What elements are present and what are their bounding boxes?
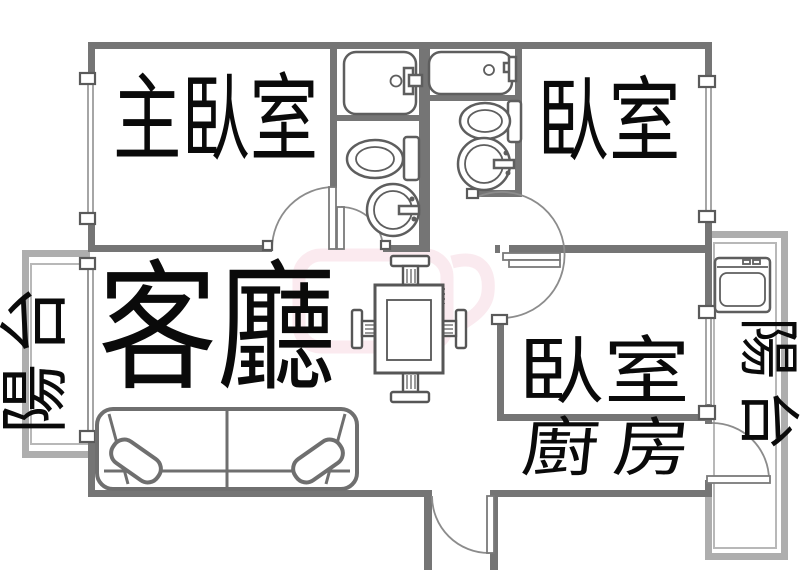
- sofa: [95, 407, 359, 491]
- laundry-sink: [713, 256, 772, 314]
- wall-bathroom-right-bottom: [475, 190, 522, 197]
- bathroom-right-door-arc: [476, 191, 566, 319]
- wall-bottom-left: [88, 490, 432, 497]
- wall-bedroom-lower-top: [509, 245, 712, 253]
- wall-left-lower: [88, 440, 95, 497]
- faucet-knob-icon: [409, 196, 415, 202]
- faucet-knob-icon: [503, 150, 509, 156]
- wall-bathroom-left-bottom: [383, 245, 430, 252]
- wall-tub-divider-right: [429, 95, 521, 101]
- faucet-icon: [483, 64, 495, 76]
- wall-right-segment: [705, 220, 712, 253]
- wall-tub-divider-left: [336, 115, 426, 121]
- wall-bedroom-lower-bottom: [497, 414, 712, 421]
- wall-left-segment: [88, 222, 95, 252]
- label-bedroom-lower-right: 臥室: [518, 329, 690, 415]
- wall-segment: [22, 451, 90, 458]
- sofa-pillow-right: [291, 437, 345, 485]
- toilet-icon: [345, 138, 405, 180]
- faucet-knob-icon: [411, 216, 417, 222]
- door-stop: [379, 239, 392, 251]
- chair-back: [350, 308, 364, 350]
- faucet-knob-icon: [742, 259, 751, 265]
- faucet-icon: [492, 158, 516, 170]
- window-marker: [697, 209, 717, 224]
- chair-back: [454, 308, 468, 350]
- door-stop: [261, 239, 274, 252]
- wall-top-right-stub: [705, 42, 712, 80]
- chair-back: [389, 254, 431, 268]
- label-living-room: 客廳: [98, 247, 336, 411]
- label-master-bedroom: 主臥室: [113, 64, 318, 175]
- wall-right-segment: [705, 245, 712, 311]
- dining-set: [350, 254, 468, 404]
- doors: [261, 186, 771, 554]
- label-kitchen: 廚房: [518, 410, 708, 485]
- toilet-tank-icon: [402, 135, 421, 182]
- bathroom-right-fixtures: [427, 50, 523, 192]
- wall-between-bathrooms: [419, 42, 430, 252]
- bathroom-left-fixtures: [342, 50, 424, 238]
- entrance-stub-left: [424, 490, 432, 570]
- faucet-icon: [507, 55, 518, 83]
- faucet-icon: [389, 74, 403, 88]
- wall-segment: [22, 250, 29, 458]
- bathtub-icon: [427, 50, 514, 96]
- master-bedroom-door-leaf: [328, 186, 337, 250]
- wall-top: [88, 42, 712, 49]
- dining-table-top: [386, 299, 432, 361]
- window-marker: [78, 211, 97, 226]
- wall-master-bottom: [88, 245, 272, 252]
- wall-segment: [781, 231, 788, 560]
- entrance-door-arc: [431, 495, 490, 554]
- wall-segment: [705, 553, 788, 560]
- faucet-knob-icon: [505, 170, 511, 176]
- wall-tick: [495, 245, 500, 253]
- windows: [78, 71, 717, 444]
- wall-kitchen-corner: [705, 480, 712, 497]
- master-bedroom-door-arc: [271, 186, 335, 250]
- sliding-door-panel: [502, 252, 561, 261]
- window-marker: [697, 404, 717, 421]
- wall-bedroom-lower-left: [497, 318, 504, 421]
- label-balcony-right: 陽台: [732, 317, 800, 461]
- toilet-bowl-icon: [467, 109, 503, 133]
- door-stop: [465, 187, 480, 200]
- label-bedroom-top-right: 臥室: [537, 68, 681, 175]
- window-marker: [697, 304, 717, 320]
- label-balcony-left: 陽台: [0, 278, 76, 434]
- balcony-door-leaf: [706, 475, 771, 484]
- wall-segment: [705, 497, 712, 553]
- balcony-right-walls: [705, 231, 788, 560]
- balcony-door-arc: [711, 422, 770, 481]
- wall-segment: [22, 250, 90, 257]
- laundry-sink-icon: [713, 256, 772, 314]
- master-bedroom-window: [87, 83, 94, 217]
- window-marker: [697, 74, 717, 89]
- entrance-door-leaf: [486, 495, 495, 554]
- bathroom-left-door-leaf: [336, 206, 345, 250]
- door-stop: [490, 313, 509, 326]
- bedroom-top-right-window: [705, 83, 712, 215]
- wall-master-bathroom: [330, 42, 337, 188]
- window-marker: [78, 71, 97, 86]
- room-labels: 主臥室 臥室 客廳 臥室 廚房 陽台 陽台: [0, 64, 800, 486]
- window-marker: [78, 256, 97, 271]
- wall-segment: [712, 231, 788, 238]
- wall-top-left-stub: [88, 42, 95, 80]
- balcony-inner-edge: [713, 242, 777, 549]
- chair-back: [389, 390, 431, 404]
- toilet-bowl-icon: [355, 146, 395, 172]
- window-marker: [78, 429, 97, 444]
- laundry-basin-icon: [719, 272, 766, 307]
- faucet-icon: [407, 73, 424, 88]
- sofa-pillow-left: [109, 437, 163, 485]
- sliding-door-panel: [508, 259, 561, 268]
- faucet-icon: [397, 204, 421, 216]
- wall-bottom-right: [490, 490, 712, 497]
- living-room-window: [87, 268, 94, 435]
- bedroom-lower-right-window: [705, 317, 712, 409]
- faucet-knob-icon: [752, 259, 761, 265]
